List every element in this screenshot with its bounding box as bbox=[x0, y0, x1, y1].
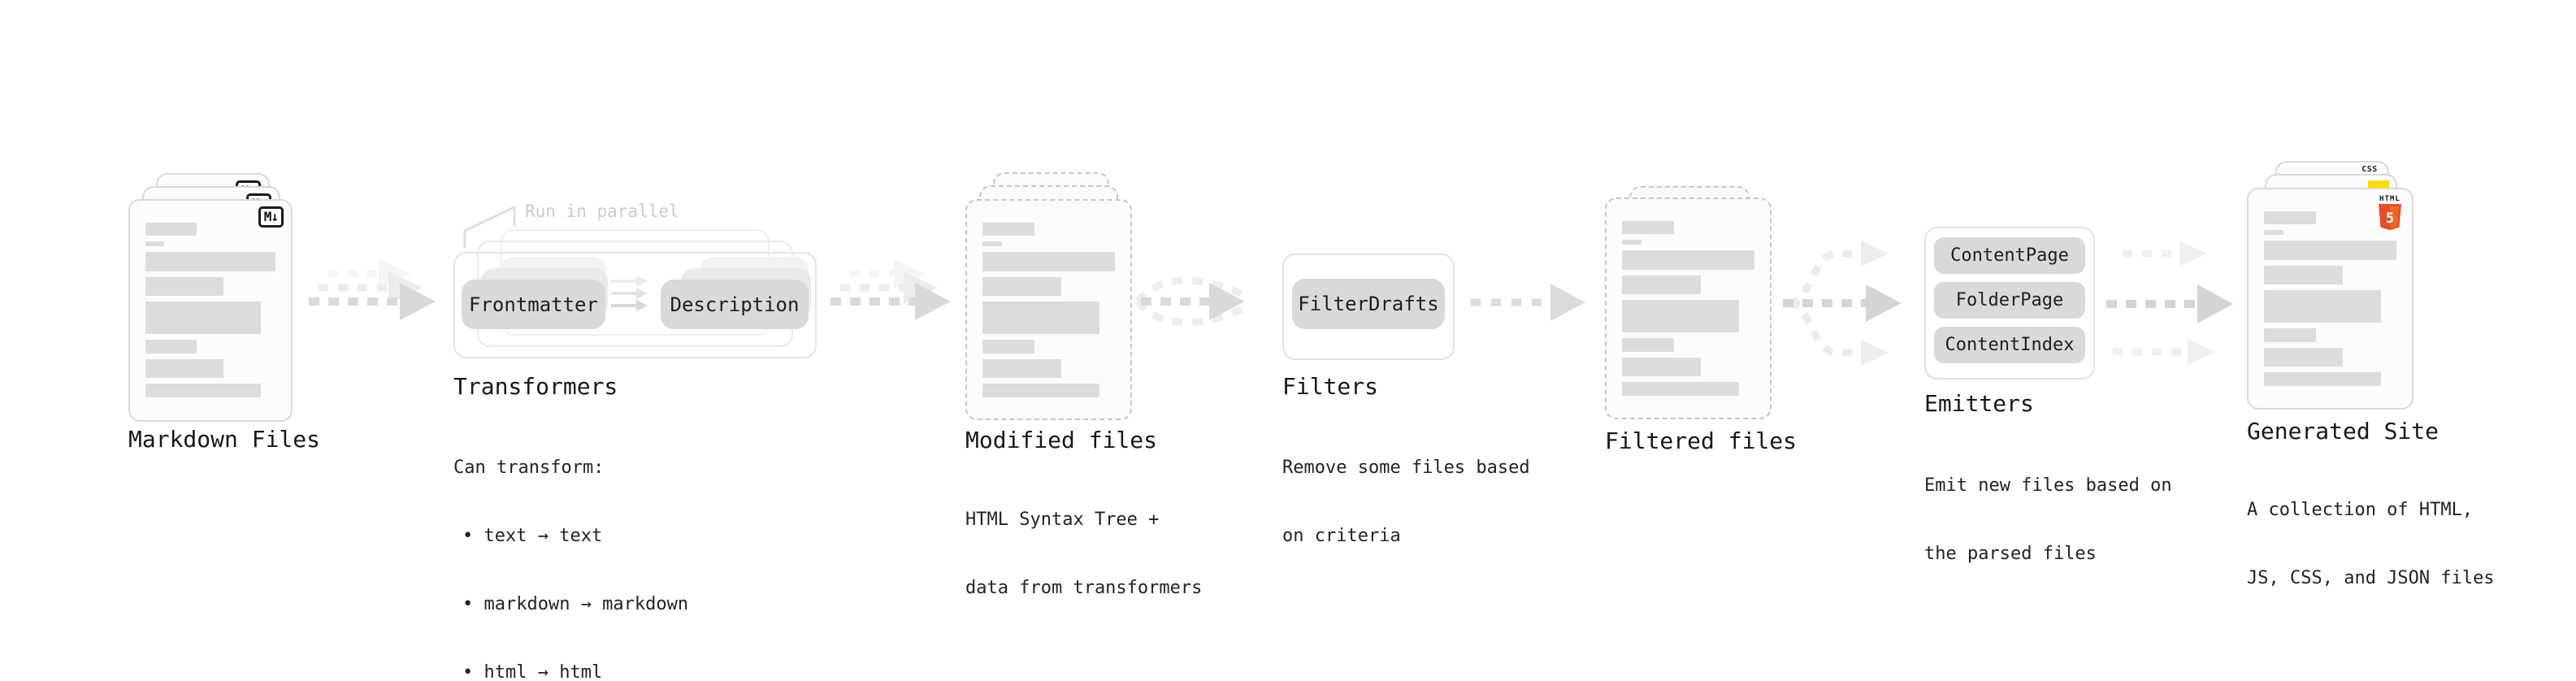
markdown-icon: M↓ bbox=[258, 206, 284, 228]
desc-bullet: • html → html bbox=[462, 662, 603, 681]
html5-shield-icon: 5 bbox=[2379, 204, 2401, 230]
placeholder-bar bbox=[2264, 241, 2396, 260]
desc-bullet: • text → text bbox=[462, 526, 603, 546]
placeholder-bar bbox=[1622, 240, 1641, 245]
filters-description: Remove some files based on criteria bbox=[1282, 411, 1530, 593]
generated-site-heading: Generated Site bbox=[2247, 418, 2439, 445]
placeholder-bar bbox=[982, 252, 1115, 271]
placeholder-bar bbox=[1622, 358, 1702, 376]
arrow-emitters-to-generated bbox=[2106, 241, 2233, 365]
desc-line: Emit new files based on bbox=[1924, 475, 2172, 496]
placeholder-bar bbox=[2264, 348, 2344, 367]
transformer-parallel-arrows bbox=[611, 275, 648, 311]
file-card-front bbox=[1605, 197, 1772, 419]
filters-heading: Filters bbox=[1282, 373, 1379, 400]
placeholder-bar bbox=[145, 301, 261, 334]
file-card-front: M↓ bbox=[128, 199, 293, 422]
transformer-layer-front bbox=[453, 252, 817, 358]
placeholder-bar bbox=[2264, 266, 2344, 284]
desc-line: JS, CSS, and JSON files bbox=[2247, 568, 2495, 588]
svg-text:5: 5 bbox=[2386, 210, 2394, 227]
emitters-heading: Emitters bbox=[1924, 390, 2034, 417]
placeholder-bar bbox=[982, 340, 1034, 354]
placeholder-bar bbox=[1622, 221, 1674, 234]
placeholder-text-bars bbox=[982, 223, 1119, 397]
placeholder-bar bbox=[982, 223, 1034, 236]
arrow-markdown-to-transformers bbox=[309, 259, 436, 320]
placeholder-bar bbox=[145, 359, 223, 378]
pill-filterdrafts: FilterDrafts bbox=[1292, 279, 1445, 329]
placeholder-bar bbox=[982, 359, 1062, 378]
arrow-filters-to-filtered bbox=[1471, 284, 1585, 321]
placeholder-bar bbox=[145, 252, 276, 271]
placeholder-bar bbox=[145, 384, 261, 397]
placeholder-bar bbox=[982, 301, 1100, 334]
placeholder-bar bbox=[145, 340, 197, 354]
desc-line: A collection of HTML, bbox=[2247, 500, 2474, 520]
placeholder-bar bbox=[1622, 275, 1702, 294]
desc-line: Remove some files based bbox=[1282, 458, 1530, 478]
filtered-files-heading: Filtered files bbox=[1605, 427, 1798, 454]
desc-line: Can transform: bbox=[453, 458, 605, 478]
run-in-parallel-label: Run in parallel bbox=[525, 202, 679, 221]
desc-line: the parsed files bbox=[1924, 544, 2097, 564]
arrow-filtered-to-emitters bbox=[1783, 241, 1902, 366]
pill-description: Description bbox=[661, 280, 809, 329]
placeholder-bar bbox=[1622, 250, 1754, 270]
placeholder-bar bbox=[982, 384, 1100, 397]
placeholder-bar bbox=[145, 277, 223, 296]
placeholder-bar bbox=[982, 277, 1062, 296]
css-badge-label: CSS bbox=[2361, 165, 2378, 174]
html5-logo-label: HTML bbox=[2379, 195, 2400, 203]
emitters-description: Emit new files based on the parsed files bbox=[1924, 429, 2172, 611]
placeholder-bar bbox=[2264, 372, 2382, 386]
placeholder-bar bbox=[145, 223, 197, 236]
placeholder-text-bars bbox=[145, 223, 280, 397]
run-in-parallel-callout bbox=[463, 205, 516, 248]
html5-logo-icon: HTML 5 bbox=[2378, 195, 2402, 234]
desc-bullet: • markdown → markdown bbox=[462, 594, 689, 614]
placeholder-text-bars bbox=[1622, 221, 1759, 396]
desc-line: HTML Syntax Tree + bbox=[965, 510, 1160, 530]
placeholder-bar bbox=[145, 241, 165, 246]
pill-contentindex: ContentIndex bbox=[1934, 327, 2085, 363]
placeholder-bar bbox=[2264, 230, 2283, 235]
desc-line: data from transformers bbox=[965, 578, 1203, 598]
desc-line: on criteria bbox=[1282, 526, 1401, 546]
transformers-description: Can transform: • text → text • markdown … bbox=[453, 411, 688, 681]
placeholder-bar bbox=[1622, 382, 1740, 396]
arrow-modified-to-filters bbox=[1134, 276, 1251, 327]
placeholder-bar bbox=[982, 241, 1002, 246]
pill-contentpage: ContentPage bbox=[1934, 237, 2085, 274]
generated-site-description: A collection of HTML, JS, CSS, and JSON … bbox=[2247, 453, 2495, 635]
markdown-files-label: Markdown Files bbox=[128, 426, 321, 453]
placeholder-bar bbox=[2264, 328, 2316, 342]
transformers-heading: Transformers bbox=[453, 373, 618, 400]
placeholder-bar bbox=[1622, 338, 1674, 352]
placeholder-bar bbox=[2264, 211, 2316, 224]
modified-files-description: HTML Syntax Tree + data from transformer… bbox=[965, 463, 1202, 645]
placeholder-text-bars bbox=[2264, 211, 2400, 386]
arrow-transformers-to-modified bbox=[830, 259, 951, 320]
file-card-front bbox=[965, 199, 1132, 420]
placeholder-bar bbox=[1622, 300, 1740, 332]
file-card-front: HTML 5 bbox=[2247, 188, 2413, 410]
placeholder-bar bbox=[2264, 290, 2382, 323]
pill-folderpage: FolderPage bbox=[1934, 282, 2085, 319]
modified-files-heading: Modified files bbox=[965, 427, 1158, 453]
pill-frontmatter: Frontmatter bbox=[462, 280, 605, 329]
